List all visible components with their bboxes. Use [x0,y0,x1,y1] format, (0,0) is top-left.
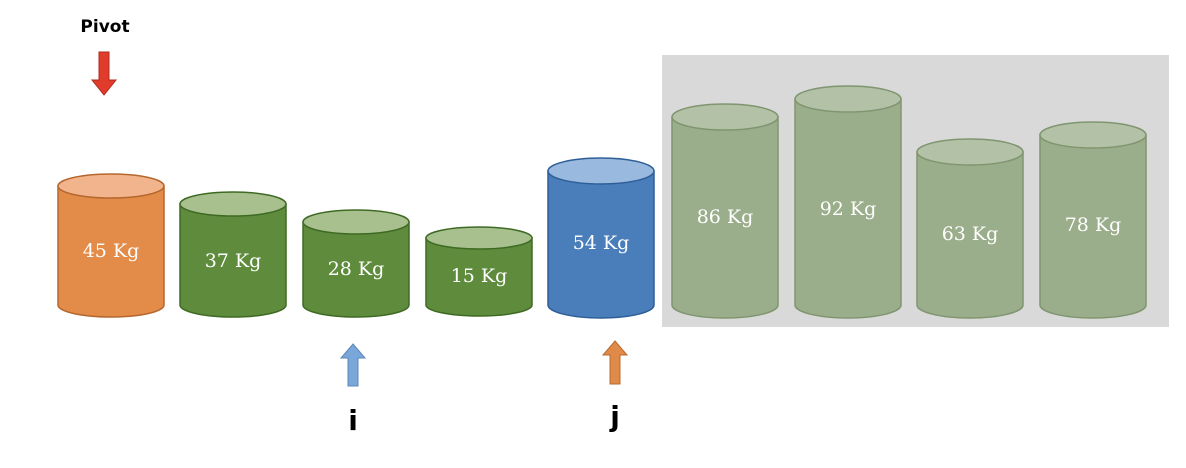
cylinder-weight-label: 86 Kg [697,206,754,228]
cylinder-j-position: 54 Kg [547,157,655,319]
cylinder-top [425,226,533,250]
cylinder-weight-label: 37 Kg [205,250,262,272]
cylinder-top [547,157,655,185]
cylinder-top [671,103,779,131]
cylinder-weight-label: 92 Kg [820,198,877,220]
cylinder-body [547,170,655,319]
j-marker: j [601,340,629,433]
pivot-marker: Pivot [80,17,130,96]
cylinder-body [425,237,533,317]
j-label: j [609,400,620,433]
cylinder-sorted: 92 Kg [794,85,902,319]
cylinder-weight-label: 54 Kg [573,232,630,254]
cylinder-weight-label: 78 Kg [1065,214,1122,236]
cylinder-top [794,85,902,113]
cylinder-sorted: 86 Kg [671,103,779,319]
i-arrow-icon [339,343,367,387]
cylinder-weight-label: 15 Kg [451,265,508,287]
cylinder-body [302,221,410,318]
cylinder-weight-label: 63 Kg [942,223,999,245]
cylinder-sorted: 78 Kg [1039,121,1147,319]
i-label: i [348,404,358,437]
cylinder-sorted: 63 Kg [916,138,1024,319]
cylinder-body [57,185,165,318]
cylinder-top [179,191,287,217]
cylinder-body [179,203,287,318]
cylinder-top [57,173,165,199]
cylinder-top [916,138,1024,166]
cylinder-unsorted: 15 Kg [425,226,533,317]
i-marker: i [339,343,367,437]
cylinder-top [1039,121,1147,149]
cylinder-body [1039,134,1147,319]
cylinder-top [302,209,410,235]
pivot-label: Pivot [80,17,129,37]
cylinder-weight-label: 28 Kg [328,258,385,280]
cylinder-body [916,151,1024,319]
cylinder-body [671,116,779,319]
cylinder-pivot: 45 Kg [57,173,165,318]
cylinder-body [794,98,902,319]
cylinder-weight-label: 45 Kg [83,240,140,262]
cylinder-unsorted: 37 Kg [179,191,287,318]
j-arrow-icon [601,340,629,385]
cylinder-row: 45 Kg 37 Kg 28 Kg 15 Kg 54 Kg 86 Kg 92 Kg 63 Kg… [57,85,1147,319]
cylinder-unsorted: 28 Kg [302,209,410,318]
pivot-arrow-icon [90,51,118,96]
